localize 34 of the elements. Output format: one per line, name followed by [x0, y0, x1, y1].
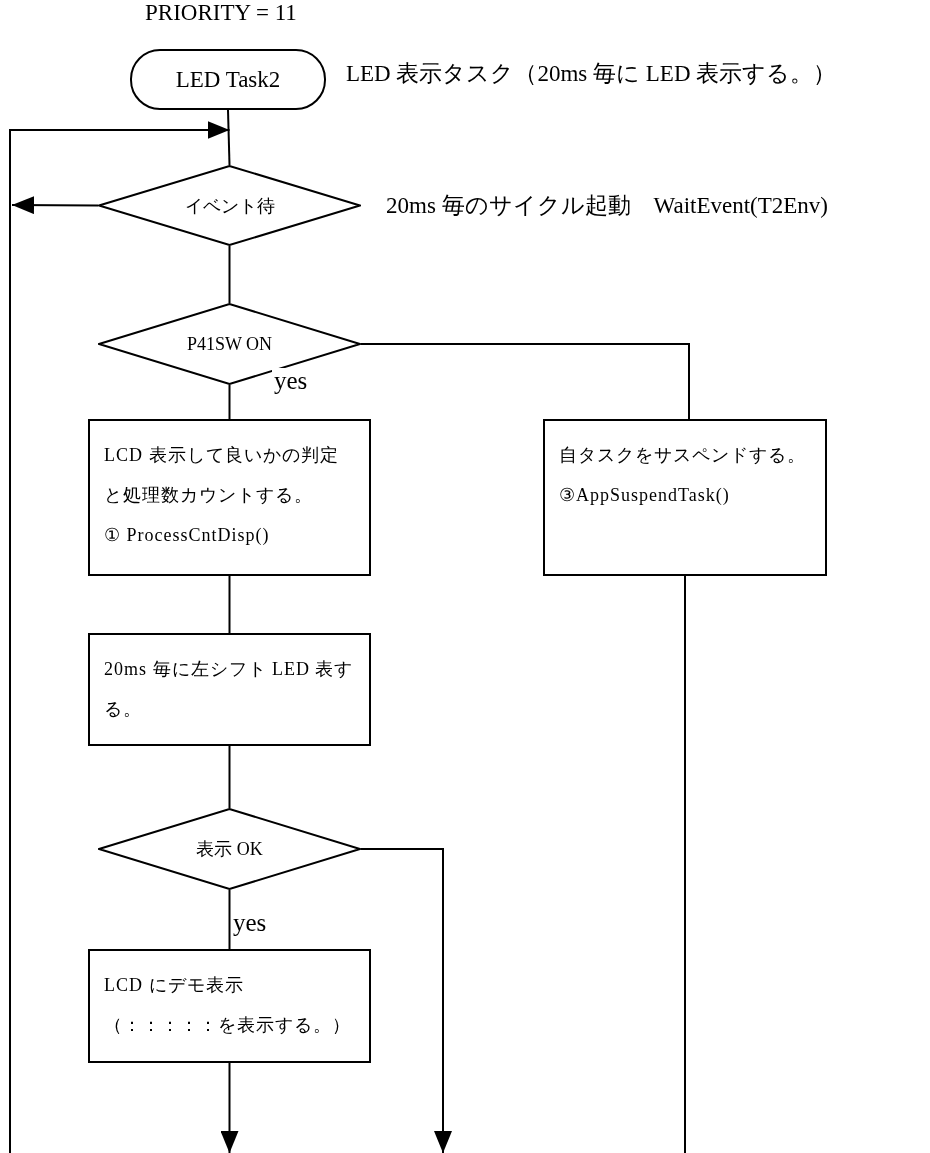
- arrow: [360, 848, 452, 1153]
- decision-text: P41SW ON: [186, 333, 273, 355]
- process-box: [543, 419, 827, 576]
- annotation-text: LED 表示タスク（20ms 毎に LED 表示する。）: [346, 60, 837, 88]
- node-text: 自タスクをサスペンドする。: [559, 444, 807, 467]
- node-text: ③AppSuspendTask(): [559, 484, 731, 507]
- node-text: ① ProcessCntDisp(): [104, 524, 271, 547]
- connector-line: [684, 575, 686, 1153]
- decision-text: イベント待: [184, 194, 275, 218]
- node-text: （：：：：：を表示する。）: [104, 1014, 352, 1037]
- arrow: [220, 1062, 239, 1153]
- process-box: [88, 633, 371, 746]
- edge-label: yes: [272, 368, 310, 394]
- decision-text: 表示 OK: [196, 838, 263, 861]
- connector-line: [360, 343, 690, 420]
- arrow: [9, 121, 231, 1153]
- connector-line: [228, 889, 231, 950]
- connector-line: [228, 745, 231, 809]
- decision-diamond: [98, 165, 361, 246]
- connector-line: [228, 575, 231, 634]
- connector-line: [228, 384, 231, 420]
- annotation-text: PRIORITY = 11: [145, 0, 297, 26]
- arrow: [11, 196, 99, 215]
- node-text: LED Task2: [175, 66, 281, 93]
- node-text: LCD にデモ表示: [104, 974, 245, 997]
- node-text: 20ms 毎に左シフト LED 表する。: [104, 658, 355, 721]
- connector-line: [228, 245, 231, 304]
- annotation-text: 20ms 毎のサイクル起動 WaitEvent(T2Env): [386, 192, 828, 220]
- process-box: [88, 419, 371, 576]
- process-box: [88, 949, 371, 1063]
- node-text: LCD 表示して良いかの判定と処理数カウントする。: [104, 444, 340, 507]
- terminal-box: [130, 49, 326, 110]
- connector-line: [227, 109, 231, 166]
- decision-diamond: [98, 808, 361, 890]
